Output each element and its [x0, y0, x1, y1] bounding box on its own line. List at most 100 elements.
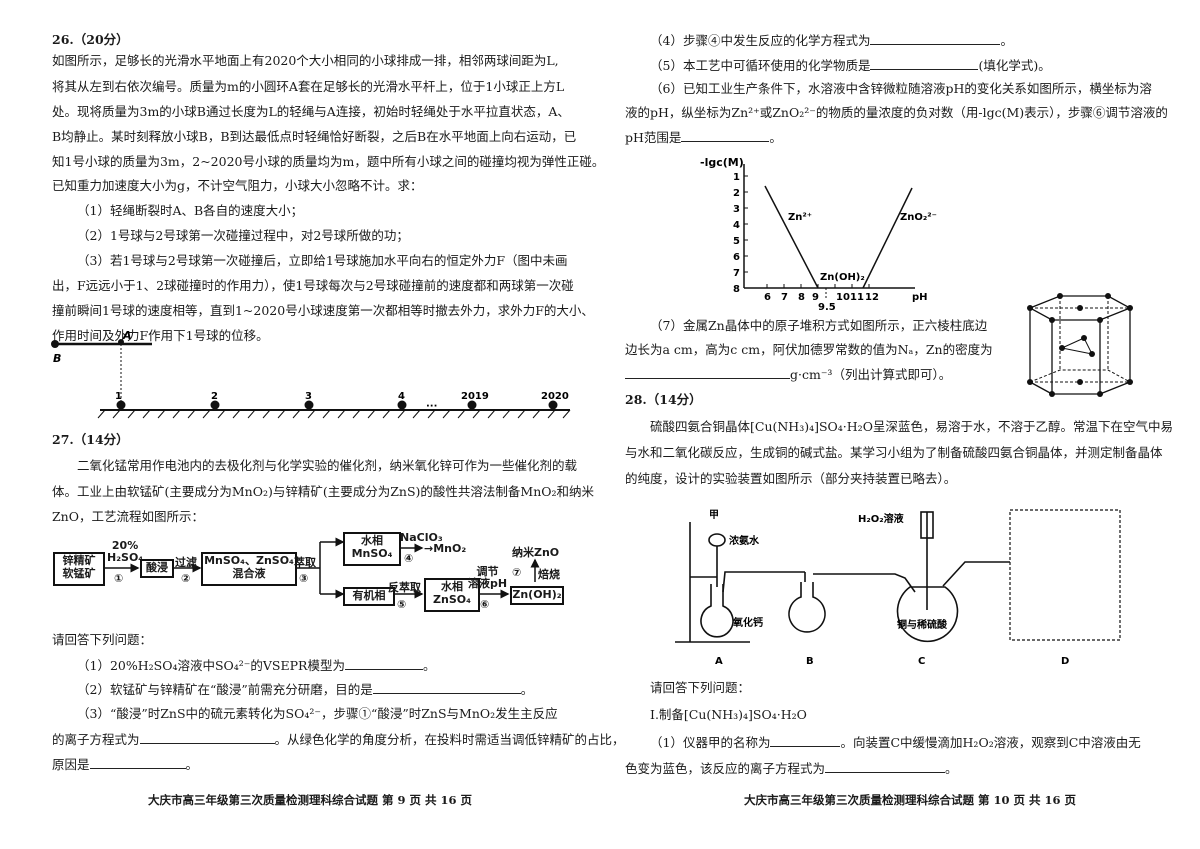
q27-a2: （2）软锰矿与锌精矿在“酸浸”前需充分研磨，目的是。: [77, 681, 533, 698]
ball-2019: [467, 400, 477, 410]
ball-4: [397, 400, 407, 410]
ball-2: [210, 400, 220, 410]
q27-heading: 27.（14分）: [52, 432, 129, 447]
q27-a6-l3a: pH范围是: [625, 130, 682, 145]
q26-line-5: 知1号小球的质量为3m，2~2020号小球的质量均为m，题中所有小球之间的碰撞均…: [52, 154, 605, 169]
label-B: B: [806, 656, 814, 667]
q26-sub-3-line-3: 撞前瞬间1号球的速度相等，直到1~2020号小球速度第一次都相等时撤去外力，求外…: [52, 303, 594, 318]
q27-a5-text: （5）本工艺中可循环使用的化学物质是: [650, 58, 871, 73]
xtick-7: 7: [781, 292, 788, 303]
q28-b1-line-2: 色变为蓝色，该反应的离子方程式为 。: [625, 760, 958, 777]
label-znoh2: Zn(OH)₂: [820, 272, 865, 283]
ellipsis: ···: [426, 401, 437, 412]
ball-label-1: 1: [115, 391, 122, 402]
q28-b1-line-1: （1）仪器甲的名称为 。向装置C中缓慢滴加H₂O₂溶液，观察到C中溶液由无: [650, 734, 1141, 751]
answer-blank-a2[interactable]: [372, 681, 521, 694]
q27-a1: （1）20%H₂SO₄溶液中SO₄²⁻的VSEPR模型为 。: [77, 657, 435, 674]
q28-b1-l2b: 。: [945, 761, 958, 776]
answer-blank-a3-equation[interactable]: [139, 731, 275, 744]
flow-box-znoh2: Zn(OH)₂: [510, 586, 564, 605]
ball-b: [51, 340, 59, 348]
q27-a6-line-2: 液的pH，纵坐标为Zn²⁺或ZnO₂²⁻的物质的量浓度的负对数（用-lgc(M)…: [625, 105, 1168, 120]
q27-a2-text: （2）软锰矿与锌精矿在“酸浸”前需充分研磨，目的是: [77, 682, 373, 697]
answer-blank-a1[interactable]: [344, 657, 423, 670]
ytick-2: 2: [733, 188, 740, 199]
box-d: [1009, 509, 1121, 641]
ytick-5: 5: [733, 236, 740, 247]
q27-a1-text: （1）20%H₂SO₄溶液中SO₄²⁻的VSEPR模型为: [77, 658, 345, 673]
answer-blank-b1-name[interactable]: [770, 734, 841, 747]
flow-filter-label: 过滤: [175, 556, 197, 569]
flow-calcine-label: 焙烧: [538, 568, 560, 581]
q28-line-1: 硫酸四氨合铜晶体[Cu(NH₃)₄]SO₄·H₂O呈深蓝色，易溶于水，不溶于乙醇…: [650, 419, 1173, 434]
ball-label-2019: 2019: [461, 391, 489, 402]
flow-step-4: ④: [404, 552, 414, 565]
label-C: C: [918, 656, 925, 667]
q26-line-6: 已知重力加速度大小为g，不计空气阻力，小球大小忽略不计。求：: [52, 178, 423, 193]
zno2-line: [862, 187, 913, 289]
ball-label-2: 2: [211, 391, 218, 402]
answer-blank-a7[interactable]: [625, 366, 790, 379]
flow-leach-label: 酸浸: [146, 561, 168, 574]
q27-a7-line-2: 边长为a cm，高为c cm，阿伏加德罗常数的值为Nₐ，Zn的密度为: [625, 342, 993, 357]
answer-blank-a3-reason[interactable]: [89, 756, 186, 769]
flow-step-1: ①: [114, 572, 124, 585]
flow-box-leach: 酸浸: [140, 559, 174, 578]
label-h2o2: H₂O₂溶液: [858, 512, 904, 525]
flow-back-extract-label: 反萃取: [388, 581, 421, 594]
ytick-1: 1: [733, 172, 740, 183]
q28-apparatus: 甲 浓氨水 H₂O₂溶液 氧化钙 铜与稀硫酸 A B C D: [675, 509, 1121, 667]
label-ammonia: 浓氨水: [729, 534, 760, 547]
xtick-11: 11: [850, 292, 864, 303]
left-footer: 大庆市高三年级第三次质量检测理科综合试题 第 9 页 共 16 页: [148, 793, 473, 807]
q27-a3-l2a: 的离子方程式为: [52, 732, 140, 747]
label-zno2: ZnO₂²⁻: [900, 212, 937, 223]
answer-blank-a6[interactable]: [681, 129, 770, 142]
q26-line-4: B均静止。某时刻释放小球B，B到达最低点时轻绳恰好断裂，之后B在水平地面上向右运…: [52, 129, 577, 144]
q27-line-2: 体。工业上由软锰矿(主要成分为MnO₂)与锌精矿(主要成分为ZnS)的酸性共溶法…: [52, 484, 595, 499]
flow-ores-label: 锌精矿 软锰矿: [62, 554, 96, 580]
q26-line-2: 将其从左到右依次编号。质量为m的小圆环A套在足够长的光滑水平杆上，位于1小球正上…: [52, 79, 565, 94]
q27-a4: （4）步骤④中发生反应的化学方程式为。: [650, 32, 1013, 49]
graph-xlabel: pH: [912, 292, 928, 303]
q27-a7-l3b: g·cm⁻³（列出计算式即可）。: [790, 367, 952, 382]
ytick-6: 6: [733, 252, 740, 263]
q27-line-1: 二氧化锰常用作电池内的去极化剂与化学实验的催化剂，纳米氧化锌可作为一些催化剂的载: [77, 458, 578, 473]
q26-sub-2: （2）1号球与2号球第一次碰撞过程中，对2号球所做的功；: [77, 228, 409, 243]
q27-a5-end: (填化学式)。: [978, 58, 1051, 73]
flow-naclo3-label: NaClO₃: [400, 531, 443, 544]
q28-heading: 28.（14分）: [625, 392, 702, 407]
flow-box-water-mnso4: 水相 MnSO₄: [343, 532, 401, 566]
xtick-10: 10: [836, 292, 850, 303]
answer-blank-b1-equation[interactable]: [825, 760, 946, 773]
q28-b1-l1a: （1）仪器甲的名称为: [650, 735, 771, 750]
ball-label-2020: 2020: [541, 391, 569, 402]
flow-water2-label: 水相 ZnSO₄: [433, 580, 471, 606]
q28-part1: I.制备[Cu(NH₃)₄]SO₄·H₂O: [650, 707, 807, 722]
q27-a3-line-2: 的离子方程式为。从绿色化学的角度分析，在投料时需适当调低锌精矿的占比，: [52, 731, 625, 748]
xtick-12: 12: [865, 292, 879, 303]
ring-a: [118, 339, 124, 345]
q28-line-2: 与水和二氧化碳反应，生成铜的碱式盐。某学习小组为了制备硫酸四氨合铜晶体，并测定制…: [625, 445, 1163, 460]
q28-b1-l2a: 色变为蓝色，该反应的离子方程式为: [625, 761, 826, 776]
ball-3: [304, 400, 314, 410]
q27-a6-line-1: （6）已知工业生产条件下，水溶液中含锌微粒随溶液pH的变化关系如图所示，横坐标为…: [650, 81, 1152, 96]
q28-b1-l1b: 。向装置C中缓慢滴加H₂O₂溶液，观察到C中溶液由无: [840, 735, 1141, 750]
answer-blank-a5[interactable]: [870, 57, 979, 70]
flow-step-7: ⑦: [512, 566, 522, 579]
ytick-3: 3: [733, 204, 740, 215]
xtick-6: 6: [764, 292, 771, 303]
q27-a7-line-1: （7）金属Zn晶体中的原子堆积方式如图所示，正六棱柱底边: [650, 318, 988, 333]
q27-a1-end: 。: [422, 658, 436, 673]
answer-blank-a4[interactable]: [870, 32, 1001, 45]
ball-1: [116, 400, 126, 410]
label-jia: 甲: [709, 509, 719, 521]
flow-nano-zno-label: 纳米ZnO: [512, 546, 560, 559]
zn-ph-graph: -lgc(M) 1 2 3 4 5 6 7 8 6 7 8 9 10 11 12: [700, 156, 937, 310]
q26-line-3: 处。现将质量为3m的小球B通过长度为L的轻绳与A连接，初始时轻绳处于水平拉直状态…: [52, 104, 570, 119]
flow-step-6: ⑥: [480, 598, 490, 611]
flow-water1-label: 水相 MnSO₄: [351, 534, 393, 560]
q26-sub-3-line-2: 出，F远远小于1、2球碰撞时的作用力），使1号球每次与2号球碰撞前的速度都和两球…: [52, 278, 574, 293]
label-zn2plus: Zn²⁺: [788, 212, 812, 223]
label-D: D: [1061, 656, 1069, 667]
